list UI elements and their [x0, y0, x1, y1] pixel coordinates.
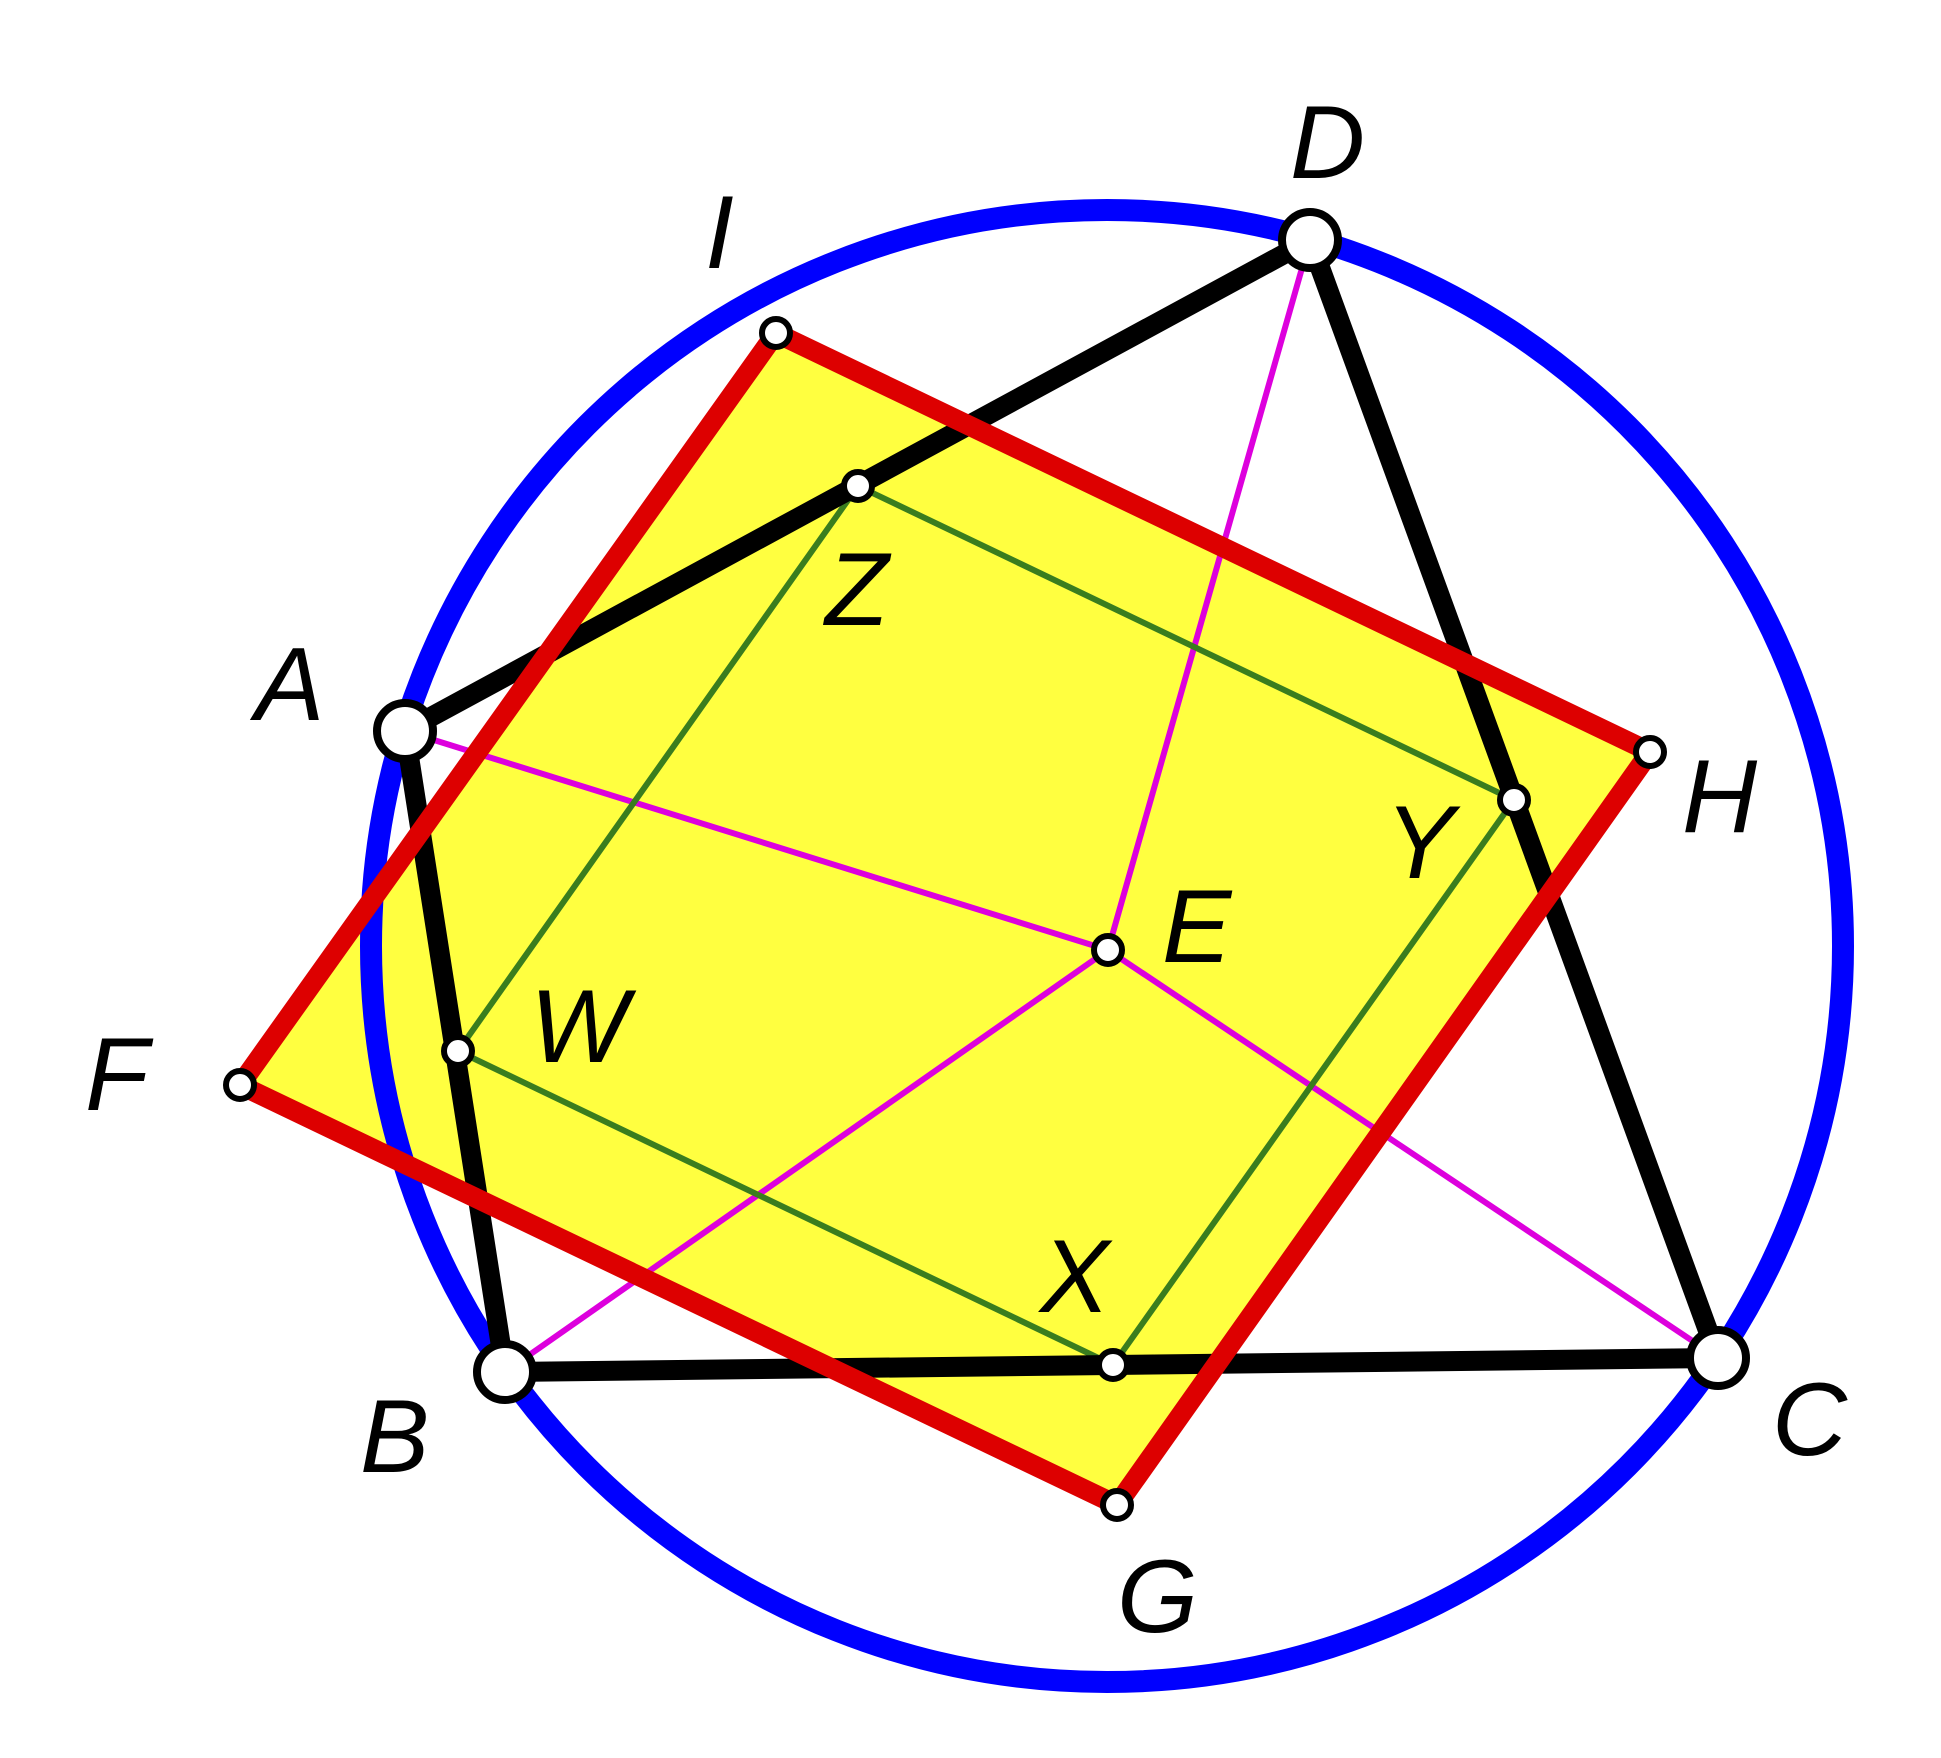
- point-h: [1633, 735, 1667, 769]
- label-c: C: [1772, 1362, 1848, 1478]
- diagonal-c-e: [1106, 947, 1720, 1361]
- point-g: [1100, 1488, 1134, 1522]
- circumcircle: [360, 199, 1854, 1693]
- point-x: [1096, 1348, 1130, 1382]
- label-h: H: [1682, 739, 1758, 855]
- point-b: [473, 1340, 537, 1404]
- vertex-points: [373, 208, 1750, 1404]
- diagonal-b-e: [503, 947, 1110, 1375]
- point-c: [1686, 1326, 1750, 1390]
- label-z: Z: [822, 532, 892, 648]
- label-x: X: [1038, 1219, 1113, 1335]
- point-i: [759, 316, 793, 350]
- label-g: G: [1117, 1539, 1198, 1655]
- small-points: [223, 316, 1667, 1522]
- point-d: [1278, 208, 1342, 272]
- diagonal-d-e: [1105, 239, 1313, 951]
- point-f: [223, 1068, 257, 1102]
- point-z: [841, 469, 875, 503]
- point-labels: A B C D E F G H I W X Y Z: [85, 85, 1848, 1655]
- label-w: W: [530, 969, 637, 1085]
- label-a: A: [249, 627, 324, 743]
- label-d: D: [1290, 85, 1365, 201]
- label-b: B: [360, 1379, 429, 1495]
- label-y: Y: [1385, 785, 1461, 901]
- label-i: I: [705, 175, 734, 291]
- point-a: [373, 699, 437, 763]
- diagonal-a-e: [404, 728, 1109, 953]
- point-y: [1497, 783, 1531, 817]
- diagonals: [404, 239, 1720, 1375]
- label-f: F: [85, 1017, 154, 1133]
- point-w: [441, 1034, 475, 1068]
- label-e: E: [1162, 869, 1233, 985]
- point-e: [1091, 933, 1125, 967]
